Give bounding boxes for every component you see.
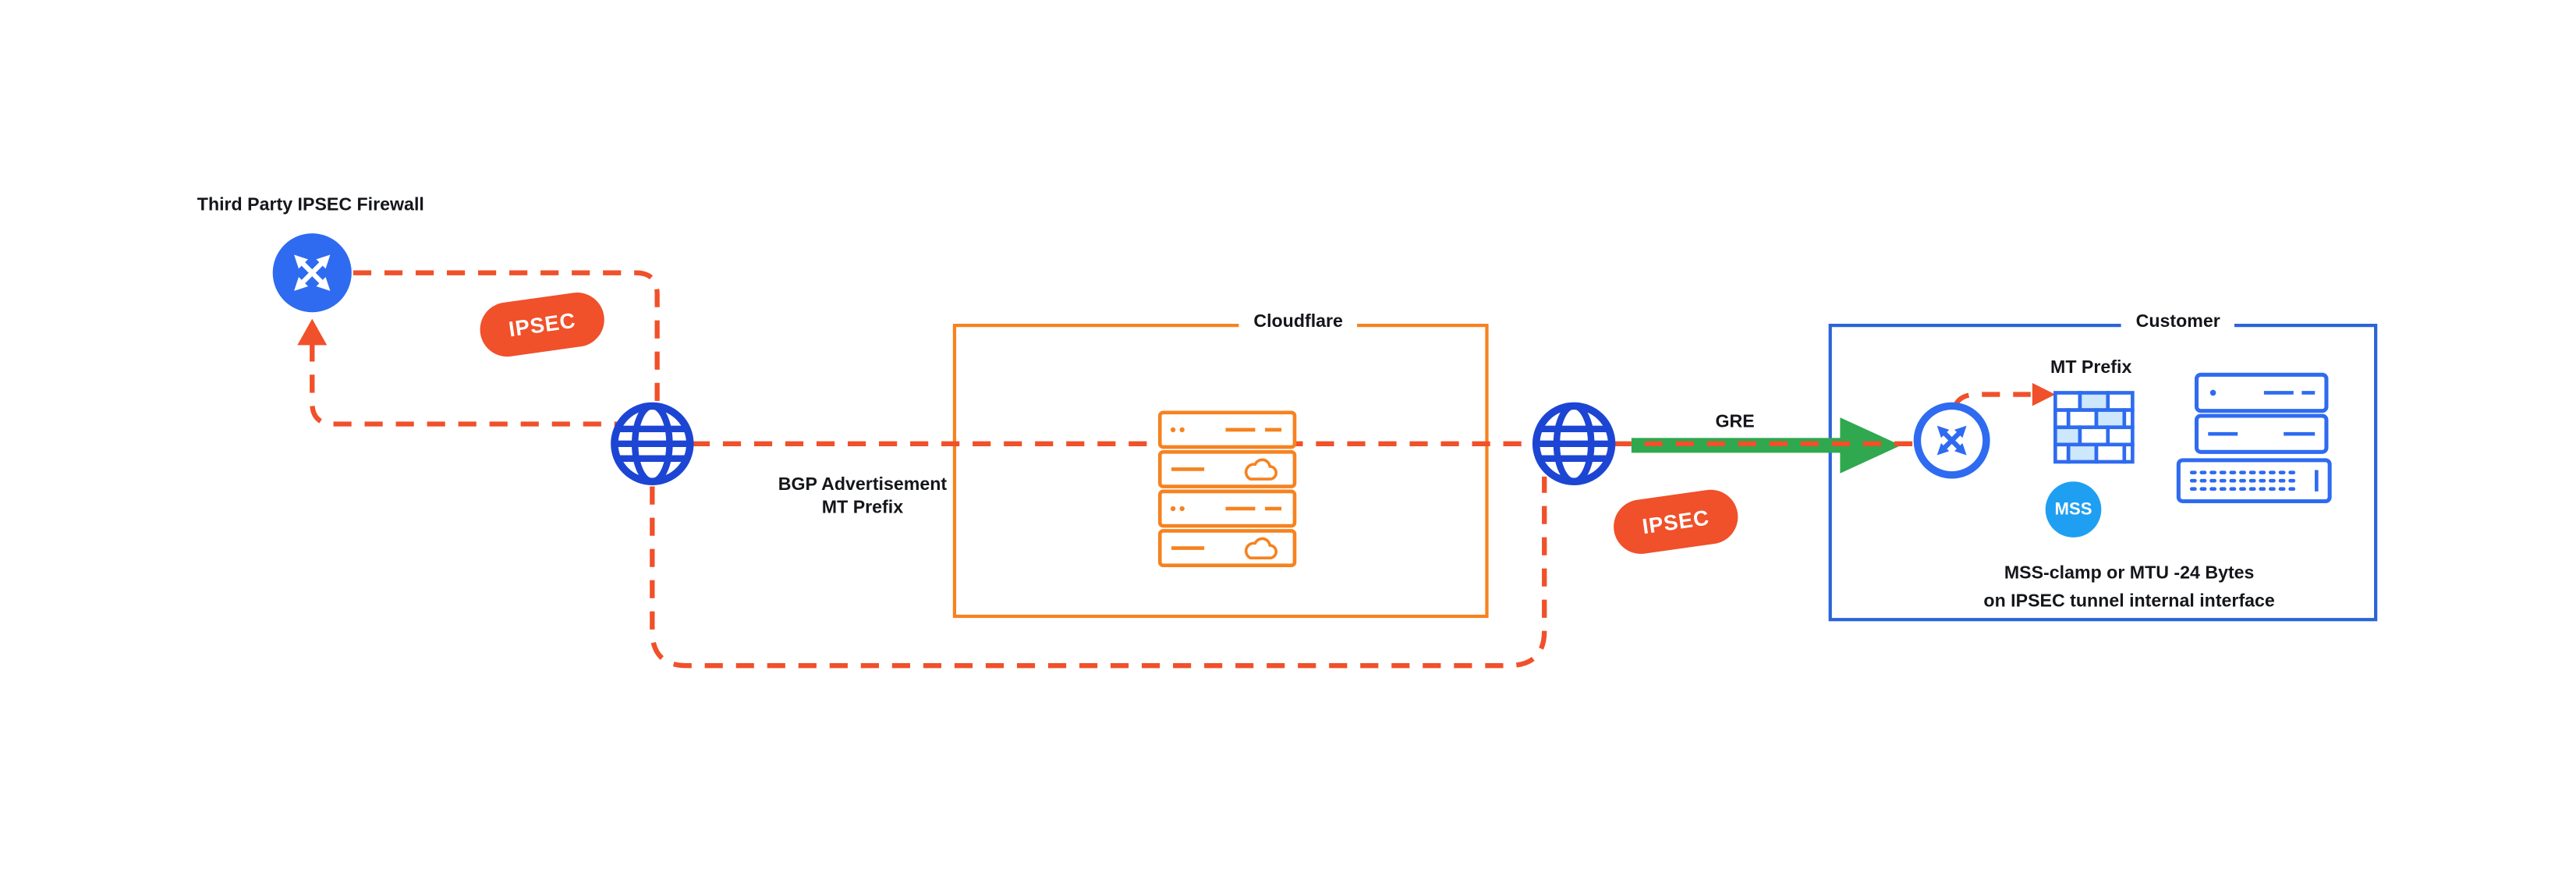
tunnel-path-customer-mt [1952,392,2031,407]
internet-globe-left-icon [611,402,694,485]
gre-label: GRE [1715,412,1755,433]
bgp-advertisement-label: BGP Advertisement MT Prefix [748,474,978,520]
customer-router-icon [1913,402,1990,479]
bgp-line2: MT Prefix [821,498,904,519]
mss-badge: MSS [2045,481,2102,538]
customer-box: Customer [1828,312,2378,622]
third-party-firewall-label: Third Party IPSEC Firewall [197,195,424,215]
internet-globe-right-icon [1532,402,1616,485]
up-arrowhead-icon [297,318,328,346]
tunnel-path-firewall-return [310,343,622,427]
cloud-icon [1244,458,1277,481]
mss-note-line1: MSS-clamp or MTU -24 Bytes [2004,563,2255,584]
mt-prefix-arrowhead-icon [2032,382,2056,406]
tunnel-path-bypass-loop [650,476,1547,669]
cloudflare-server-stack [1157,410,1297,567]
mss-note: MSS-clamp or MTU -24 Bytes on IPSEC tunn… [1883,560,2376,616]
cloudflare-box-label: Cloudflare [1238,312,1358,332]
mt-prefix-label: MT Prefix [2050,358,2132,378]
firewall-brick-icon [2053,391,2135,464]
tunnel-path-firewall-top [353,270,660,403]
customer-server-stack [2176,372,2332,504]
third-party-router-icon [272,233,352,313]
bgp-line1: BGP Advertisement [778,474,948,495]
server-unit [2194,372,2329,413]
server-unit [2194,413,2329,454]
cloudflare-box: Cloudflare [952,312,1489,619]
cloud-icon [1244,537,1277,559]
customer-box-label: Customer [2121,312,2235,332]
mss-note-line2: on IPSEC tunnel internal interface [1983,591,2275,612]
